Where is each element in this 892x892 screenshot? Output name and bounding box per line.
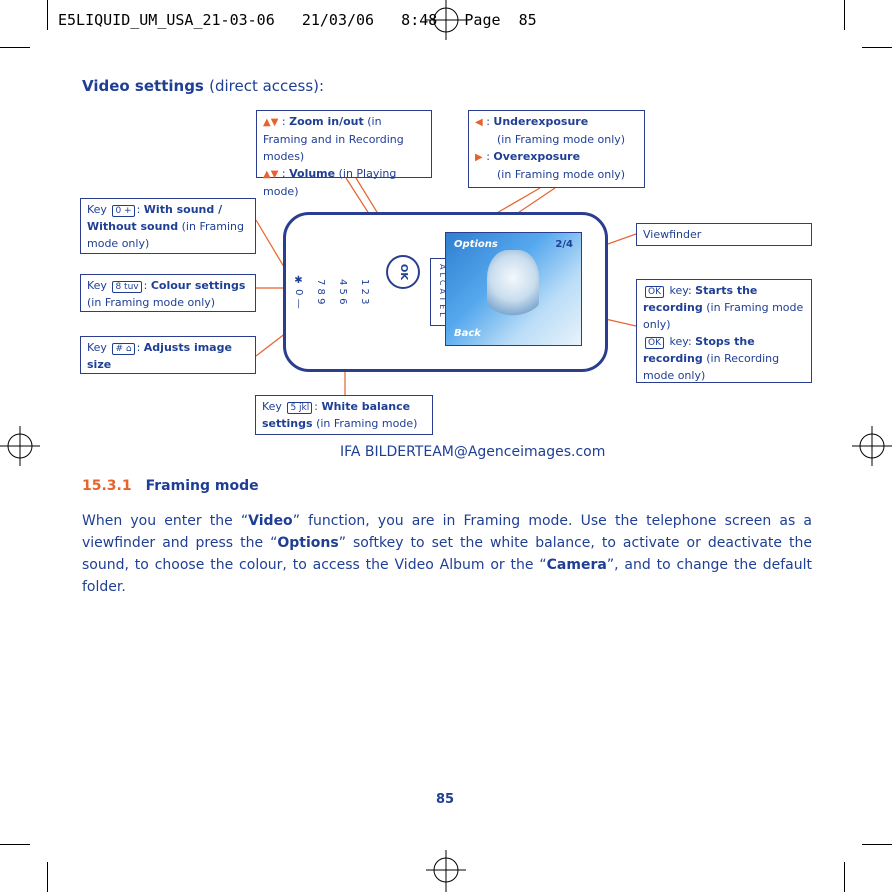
para-bold: Camera (546, 557, 607, 573)
key-0-icon: 0 + (112, 205, 135, 217)
section-intro-title: Video settings (direct access): (82, 77, 324, 95)
key-word: Key (87, 341, 107, 354)
colour-text: (in Framing mode only) (87, 296, 216, 309)
para-bold: Options (277, 535, 339, 551)
sound-callout: Key 0 +: With sound / Without sound (in … (80, 198, 256, 254)
over-text: (in Framing mode only) (497, 168, 626, 181)
up-down-arrow-icon: ▲▼ (263, 169, 279, 180)
viewfinder-text: Viewfinder (643, 228, 702, 241)
keypad-column: 1 2 3 (359, 279, 370, 305)
white-label: White balance settings (262, 400, 411, 430)
status-counter: 2/4 (555, 239, 573, 250)
volume-text: (in Playing mode) (263, 167, 397, 198)
sound-label: With sound / Without sound (87, 203, 223, 233)
ok-bold-2: Stops the recording (643, 335, 755, 365)
crop-mark (0, 47, 30, 48)
crop-mark (47, 862, 48, 892)
crop-mark (844, 0, 845, 30)
ok-key[interactable]: OK (386, 255, 420, 289)
under-text: (in Framing mode only) (497, 133, 626, 146)
ok-label-1: key: (669, 284, 696, 297)
image-credit: IFA BILDERTEAM@Agenceimages.com (340, 444, 606, 460)
key-word: Key (87, 279, 107, 292)
section-title: Framing mode (145, 478, 259, 494)
ok-text-1: (in Framing mode only) (643, 301, 804, 331)
para-text: ” function, you are in Framing mode. Use… (82, 513, 812, 551)
over-label: Overexposure (493, 150, 581, 163)
up-down-arrow-icon: ▲▼ (263, 117, 279, 128)
size-label: Adjusts image size (87, 341, 232, 371)
right-arrow-icon: ▶ (475, 152, 483, 163)
crop-mark (0, 844, 30, 845)
para-text: ” softkey to set the white balance, to a… (82, 535, 813, 573)
crop-mark (862, 844, 892, 845)
colour-label: Colour settings (150, 279, 246, 292)
keypad-column: 4 5 6 (337, 279, 348, 305)
para-text: ”, and to change the default folder. (82, 557, 813, 595)
key-8-icon: 8 tuv (112, 281, 142, 293)
zoom-volume-callout: ▲▼ : Zoom in/out (in Framing and in Reco… (256, 110, 432, 198)
white-balance-callout: Key 5 jkl: White balance settings (in Fr… (255, 395, 433, 435)
ok-key-callout: OK key: Starts the recording (in Framing… (636, 279, 812, 383)
ok-label-2: key: (669, 335, 696, 348)
size-callout: Key # ⌂: Adjusts image size (80, 336, 256, 374)
colour-callout: Key 8 tuv: Colour settings (in Framing m… (80, 274, 256, 312)
keypad-column: ✱ 0 — (293, 275, 304, 309)
zoom-text: (in Framing and in Recording modes) (263, 115, 404, 163)
page-number: 85 (436, 792, 455, 807)
section-number: 15.3.1 (82, 478, 132, 494)
under-label: Underexposure (493, 115, 589, 128)
softkey-back: Back (454, 328, 481, 339)
key-word: Key (262, 400, 282, 413)
ok-key-icon: OK (645, 286, 664, 298)
section-heading: 15.3.1 Framing mode (82, 478, 259, 494)
sound-text: (in Framing mode only) (87, 220, 244, 250)
keypad-column: 7 8 9 (315, 279, 326, 305)
key-5-icon: 5 jkl (287, 402, 313, 414)
white-text: (in Framing mode) (316, 417, 418, 430)
key-hash-icon: # ⌂ (112, 343, 135, 355)
ok-bold-1: Starts the recording (643, 284, 758, 314)
viewfinder-callout: Viewfinder (636, 223, 812, 246)
exposure-callout: ◀ : Underexposure (in Framing mode only)… (468, 110, 645, 188)
key-word: Key (87, 203, 107, 216)
softkey-options: Options (454, 239, 498, 250)
lion-photo (487, 250, 539, 320)
ok-key-icon: OK (645, 337, 664, 349)
zoom-label: Zoom in/out (289, 115, 364, 128)
volume-label: Volume (289, 167, 336, 180)
para-text: When you enter the “ (82, 513, 249, 529)
left-arrow-icon: ◀ (475, 117, 483, 128)
crop-mark (47, 0, 48, 30)
ok-text-2: (in Recording mode only) (643, 352, 780, 382)
title-normal: (direct access): (209, 77, 325, 95)
print-slug: E5LIQUID_UM_USA_21-03-06 21/03/06 8:48 P… (58, 11, 537, 29)
crop-mark (862, 47, 892, 48)
title-bold: Video settings (82, 77, 204, 95)
para-bold: Video (248, 513, 293, 529)
body-paragraph: When you enter the “Video” function, you… (82, 510, 812, 598)
crop-mark (844, 862, 845, 892)
